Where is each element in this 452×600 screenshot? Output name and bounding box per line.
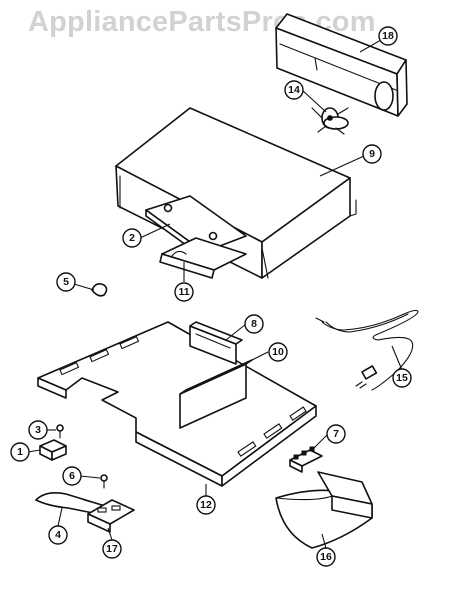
svg-text:8: 8 — [251, 318, 257, 330]
svg-text:3: 3 — [35, 424, 41, 436]
part-base-pan — [37, 321, 317, 487]
svg-text:16: 16 — [320, 551, 332, 563]
part-screw — [56, 424, 64, 439]
callout-7: 7 — [326, 424, 346, 444]
svg-text:14: 14 — [288, 84, 300, 96]
svg-text:12: 12 — [200, 499, 212, 511]
part-rear-panel — [275, 13, 408, 117]
part-tray — [275, 471, 373, 549]
part-power-cord — [315, 309, 419, 391]
callout-3: 3 — [28, 420, 48, 440]
svg-text:4: 4 — [55, 529, 61, 541]
part-bracket — [189, 321, 243, 365]
callout-5: 5 — [56, 272, 76, 292]
callout-12: 12 — [196, 495, 216, 515]
part-block — [39, 439, 67, 461]
part-screw-2 — [100, 474, 108, 489]
svg-text:18: 18 — [382, 30, 394, 42]
callout-2: 2 — [122, 228, 142, 248]
callout-14: 14 — [284, 80, 304, 100]
svg-text:17: 17 — [106, 543, 118, 555]
callout-15: 15 — [392, 368, 412, 388]
part-clip — [91, 283, 108, 297]
callout-9: 9 — [362, 144, 382, 164]
svg-text:15: 15 — [396, 372, 408, 384]
svg-text:11: 11 — [178, 286, 189, 298]
callout-10: 10 — [268, 342, 288, 362]
part-fan-motor — [311, 107, 349, 135]
svg-text:7: 7 — [333, 428, 339, 440]
callout-11: 11 — [174, 282, 194, 302]
callout-16: 16 — [316, 547, 336, 567]
svg-text:5: 5 — [63, 276, 69, 288]
callout-1: 1 — [10, 442, 30, 462]
svg-text:10: 10 — [272, 346, 284, 358]
part-clamp — [87, 499, 135, 533]
callout-4: 4 — [48, 525, 68, 545]
callout-6: 6 — [62, 466, 82, 486]
callout-17: 17 — [102, 539, 122, 559]
callout-18: 18 — [378, 26, 398, 46]
svg-text:1: 1 — [17, 446, 23, 458]
svg-text:6: 6 — [69, 470, 75, 482]
svg-text:9: 9 — [369, 148, 375, 160]
part-terminal-block — [289, 446, 323, 473]
part-duct — [159, 237, 247, 279]
svg-text:2: 2 — [129, 232, 135, 244]
callout-8: 8 — [244, 314, 264, 334]
